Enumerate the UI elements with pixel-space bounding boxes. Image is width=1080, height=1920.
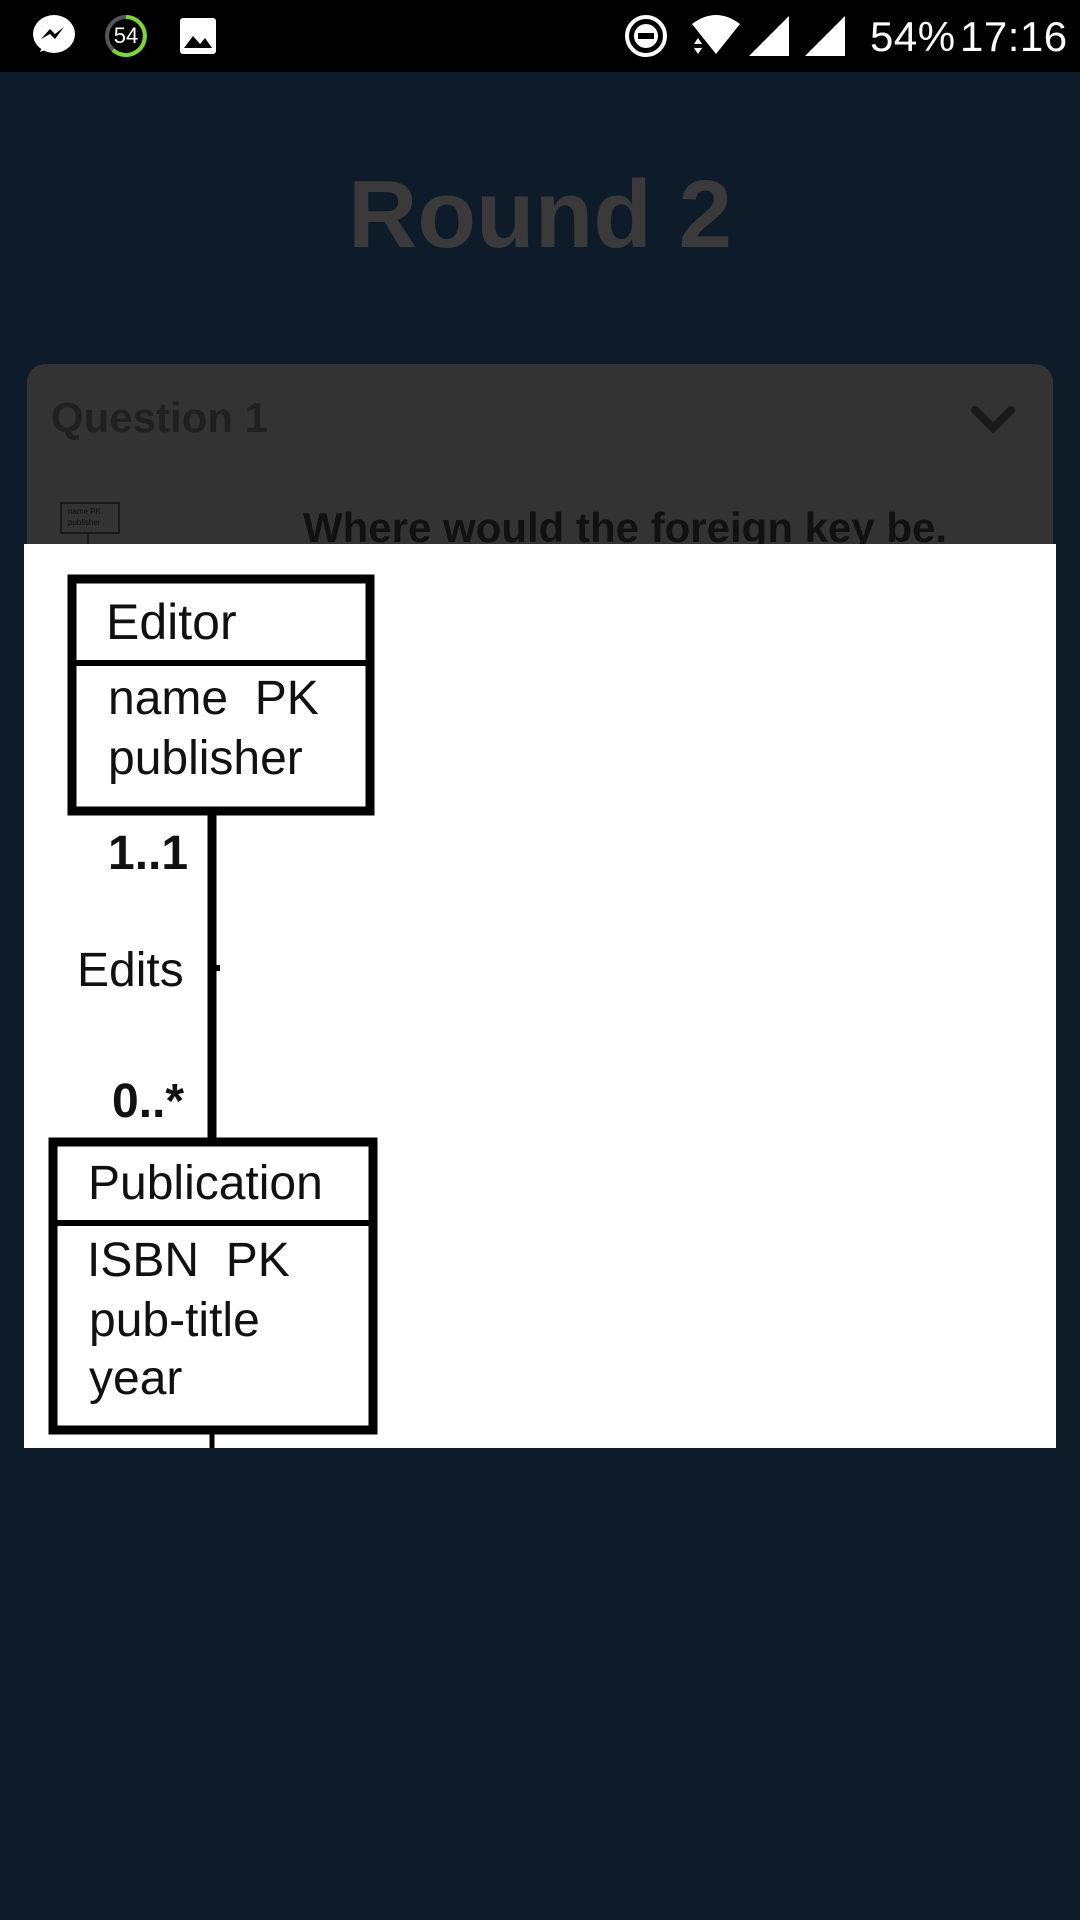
publication-class-name: Publication [88, 1157, 323, 1210]
lower-multiplicity: 0..* [112, 1075, 184, 1128]
publication-attribute: year [89, 1352, 182, 1405]
wifi-icon [686, 0, 746, 72]
upper-multiplicity: 1..1 [108, 827, 188, 880]
image-lightbox[interactable]: Editor name PK publisher 1..1 Edits 0..*… [24, 544, 1056, 1448]
signal-icon [744, 0, 794, 72]
ring-value: 54 [113, 23, 139, 48]
question-text: Where would the foreign key be. [303, 504, 948, 551]
page-title: Round 2 [348, 161, 732, 268]
uml-diagram: Editor name PK publisher 1..1 Edits 0..*… [48, 574, 378, 1448]
clock: 17:16 [960, 13, 1068, 60]
editor-attribute: publisher [108, 732, 303, 785]
messenger-icon [26, 0, 82, 72]
progress-ring-icon: 54 [98, 0, 154, 72]
thumb-line-1: name PK [68, 507, 102, 516]
chevron-down-icon[interactable] [971, 404, 1015, 434]
do-not-disturb-icon [620, 0, 672, 72]
thumb-line-2: publisher [68, 518, 101, 527]
relationship-label: Edits [77, 944, 184, 997]
battery-percent: 54% [870, 13, 956, 60]
question-heading: Question 1 [51, 394, 269, 441]
publication-attribute: pub-title [89, 1294, 260, 1347]
editor-class-name: Editor [106, 594, 237, 650]
signal-icon [800, 0, 850, 72]
editor-class-box: Editor name PK publisher [67, 574, 375, 816]
publication-attribute: ISBN PK [87, 1234, 290, 1287]
status-bar: 54 54% 17:16 [0, 0, 1080, 72]
image-icon [172, 0, 224, 72]
editor-attribute: name PK [108, 672, 319, 725]
association-line [207, 815, 220, 1138]
publication-class-box: Publication ISBN PK pub-title year [48, 1137, 378, 1448]
